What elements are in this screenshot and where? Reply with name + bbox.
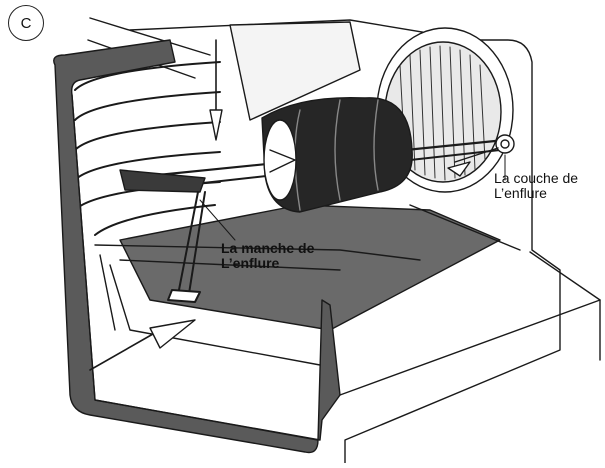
leader-lines [199, 154, 506, 241]
oven-back-wall [119, 21, 521, 331]
insert-arrow-in [89, 319, 196, 371]
spit-support-frame [167, 191, 206, 303]
skewer-tip-callout-line2: L’enflure [494, 184, 547, 201]
skewer-tip-callout-line1: La couche de [494, 170, 579, 186]
spit-handle [119, 169, 206, 193]
roast-on-spit [261, 96, 413, 213]
insert-arrow-down [209, 39, 223, 141]
socket-arrow [447, 147, 499, 177]
skewer-frame-callout: La manche de L’enflure [221, 241, 314, 270]
skewer-tip-callout: La couche de L’enflure [494, 171, 578, 200]
oven-rack [94, 244, 421, 366]
step-letter: C [20, 14, 32, 32]
step-badge: C [8, 5, 44, 41]
oven-door-frame [53, 39, 341, 454]
skewer-frame-callout-line2: L’enflure [221, 254, 280, 271]
rack-rails [74, 61, 221, 236]
skewer-frame-callout-line1: La manche de [221, 240, 315, 256]
